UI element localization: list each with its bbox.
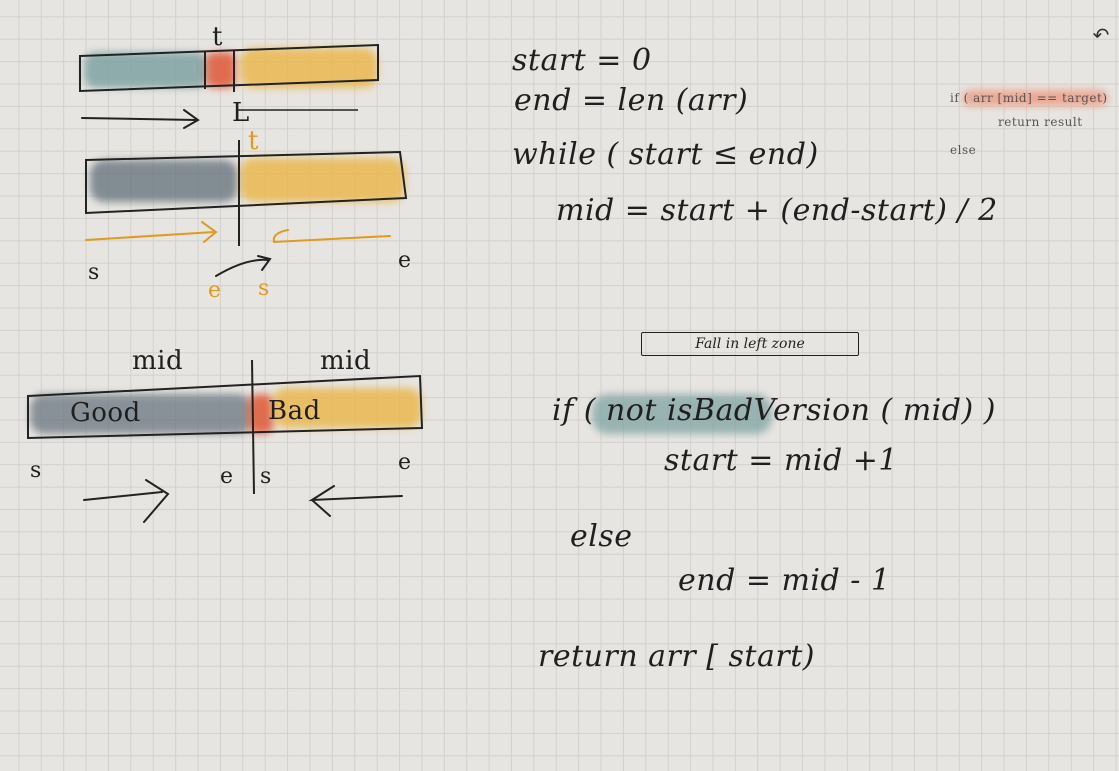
start-label-3b: s bbox=[260, 464, 272, 489]
code-line-else: end = mid - 1 bbox=[678, 563, 891, 598]
divider-3 bbox=[251, 359, 255, 495]
end-label-2: e bbox=[398, 248, 412, 273]
orange-arrow-right bbox=[85, 221, 218, 243]
bad-label: Bad bbox=[268, 396, 321, 426]
side-note-line-3: else bbox=[950, 143, 977, 157]
code-line-start: start = 0 bbox=[512, 43, 652, 78]
target-label-1: t bbox=[212, 22, 223, 52]
code-line-end: end = len (arr) bbox=[514, 83, 749, 118]
segment-good bbox=[84, 52, 208, 88]
segment-bad-2 bbox=[240, 158, 405, 202]
side-note-line-2: return result bbox=[998, 115, 1083, 129]
left-arrow-3 bbox=[308, 485, 403, 517]
target-label-2: t bbox=[248, 126, 259, 156]
code-line-if: if ( not isBadVersion ( mid) ) bbox=[552, 393, 996, 428]
code-keyword-else: else bbox=[570, 519, 633, 554]
start-label-3a: s bbox=[30, 458, 42, 483]
end-label-3b: e bbox=[398, 450, 412, 475]
segment-target-3 bbox=[248, 394, 274, 434]
segment-target bbox=[206, 52, 236, 88]
undo-icon: ↶ bbox=[1092, 23, 1110, 47]
left-pointer-label: L bbox=[232, 98, 250, 128]
start-label-2: s bbox=[88, 260, 100, 285]
start-label-below: s bbox=[258, 276, 270, 301]
segment-good-3 bbox=[30, 394, 252, 434]
highlight-side-note bbox=[962, 90, 1108, 106]
segment-good-2 bbox=[90, 160, 238, 202]
undo-button[interactable]: ↶ bbox=[1088, 22, 1114, 48]
zone-badge: Fall in left zone bbox=[641, 332, 859, 356]
code-line-then: start = mid +1 bbox=[664, 443, 898, 478]
array-outline-3 bbox=[27, 374, 424, 440]
highlight-isbadversion bbox=[592, 394, 772, 434]
diagram-3 bbox=[27, 359, 424, 523]
mid-label-left: mid bbox=[132, 346, 184, 376]
right-arrow-3 bbox=[83, 479, 170, 523]
segment-bad-3 bbox=[272, 388, 422, 428]
side-note-line-1: if ( arr [mid] == target) bbox=[950, 91, 1108, 105]
right-arrow bbox=[81, 109, 200, 129]
array-outline bbox=[79, 43, 379, 93]
orange-bracket-left bbox=[272, 229, 391, 244]
segment-bad bbox=[240, 48, 378, 88]
hop-arrow bbox=[215, 255, 272, 277]
code-line-return: return arr [ start) bbox=[538, 639, 815, 674]
good-label: Good bbox=[70, 398, 141, 428]
code-line-while: while ( start ≤ end) bbox=[512, 137, 819, 172]
end-label-below: e bbox=[208, 278, 222, 303]
code-line-mid: mid = start + (end-start) / 2 bbox=[556, 193, 998, 228]
diagram-2 bbox=[85, 140, 408, 277]
mid-label-right: mid bbox=[320, 346, 372, 376]
diagram-1 bbox=[79, 43, 379, 129]
end-label-3a: e bbox=[220, 464, 234, 489]
array-outline-2 bbox=[85, 150, 408, 215]
